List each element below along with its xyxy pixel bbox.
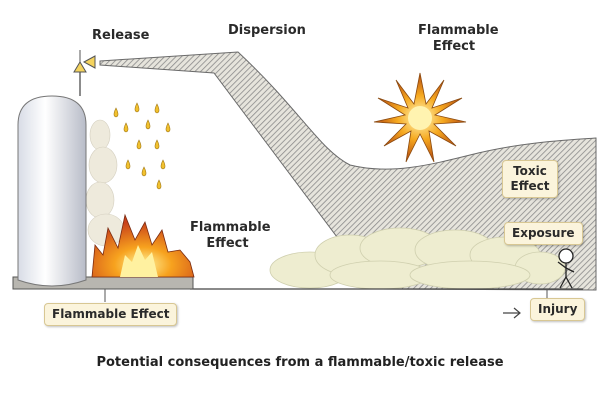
fire-icon — [91, 213, 195, 278]
label-exposure: Exposure — [504, 222, 583, 245]
label-flammable-effect-box: Flammable Effect — [44, 303, 178, 326]
smoke — [85, 119, 125, 247]
storage-tank — [17, 70, 87, 287]
toxic-cloud — [269, 227, 566, 290]
person-icon — [557, 248, 575, 289]
explosion-burst-icon — [373, 72, 467, 163]
label-release: Release — [92, 28, 150, 43]
label-dispersion: Dispersion — [228, 23, 306, 38]
dispersion-plume — [99, 51, 597, 291]
label-toxic-effect: Toxic Effect — [502, 160, 558, 198]
label-flammable-effect-fire: Flammable Effect — [190, 220, 271, 251]
label-flammable-effect-explosion: Flammable Effect — [418, 23, 499, 54]
arrow-right-icon — [503, 307, 521, 319]
caption: Potential consequences from a flammable/… — [96, 355, 504, 370]
label-injury: Injury — [530, 298, 586, 321]
release-valve-icon — [73, 50, 96, 73]
droplets — [113, 102, 171, 190]
